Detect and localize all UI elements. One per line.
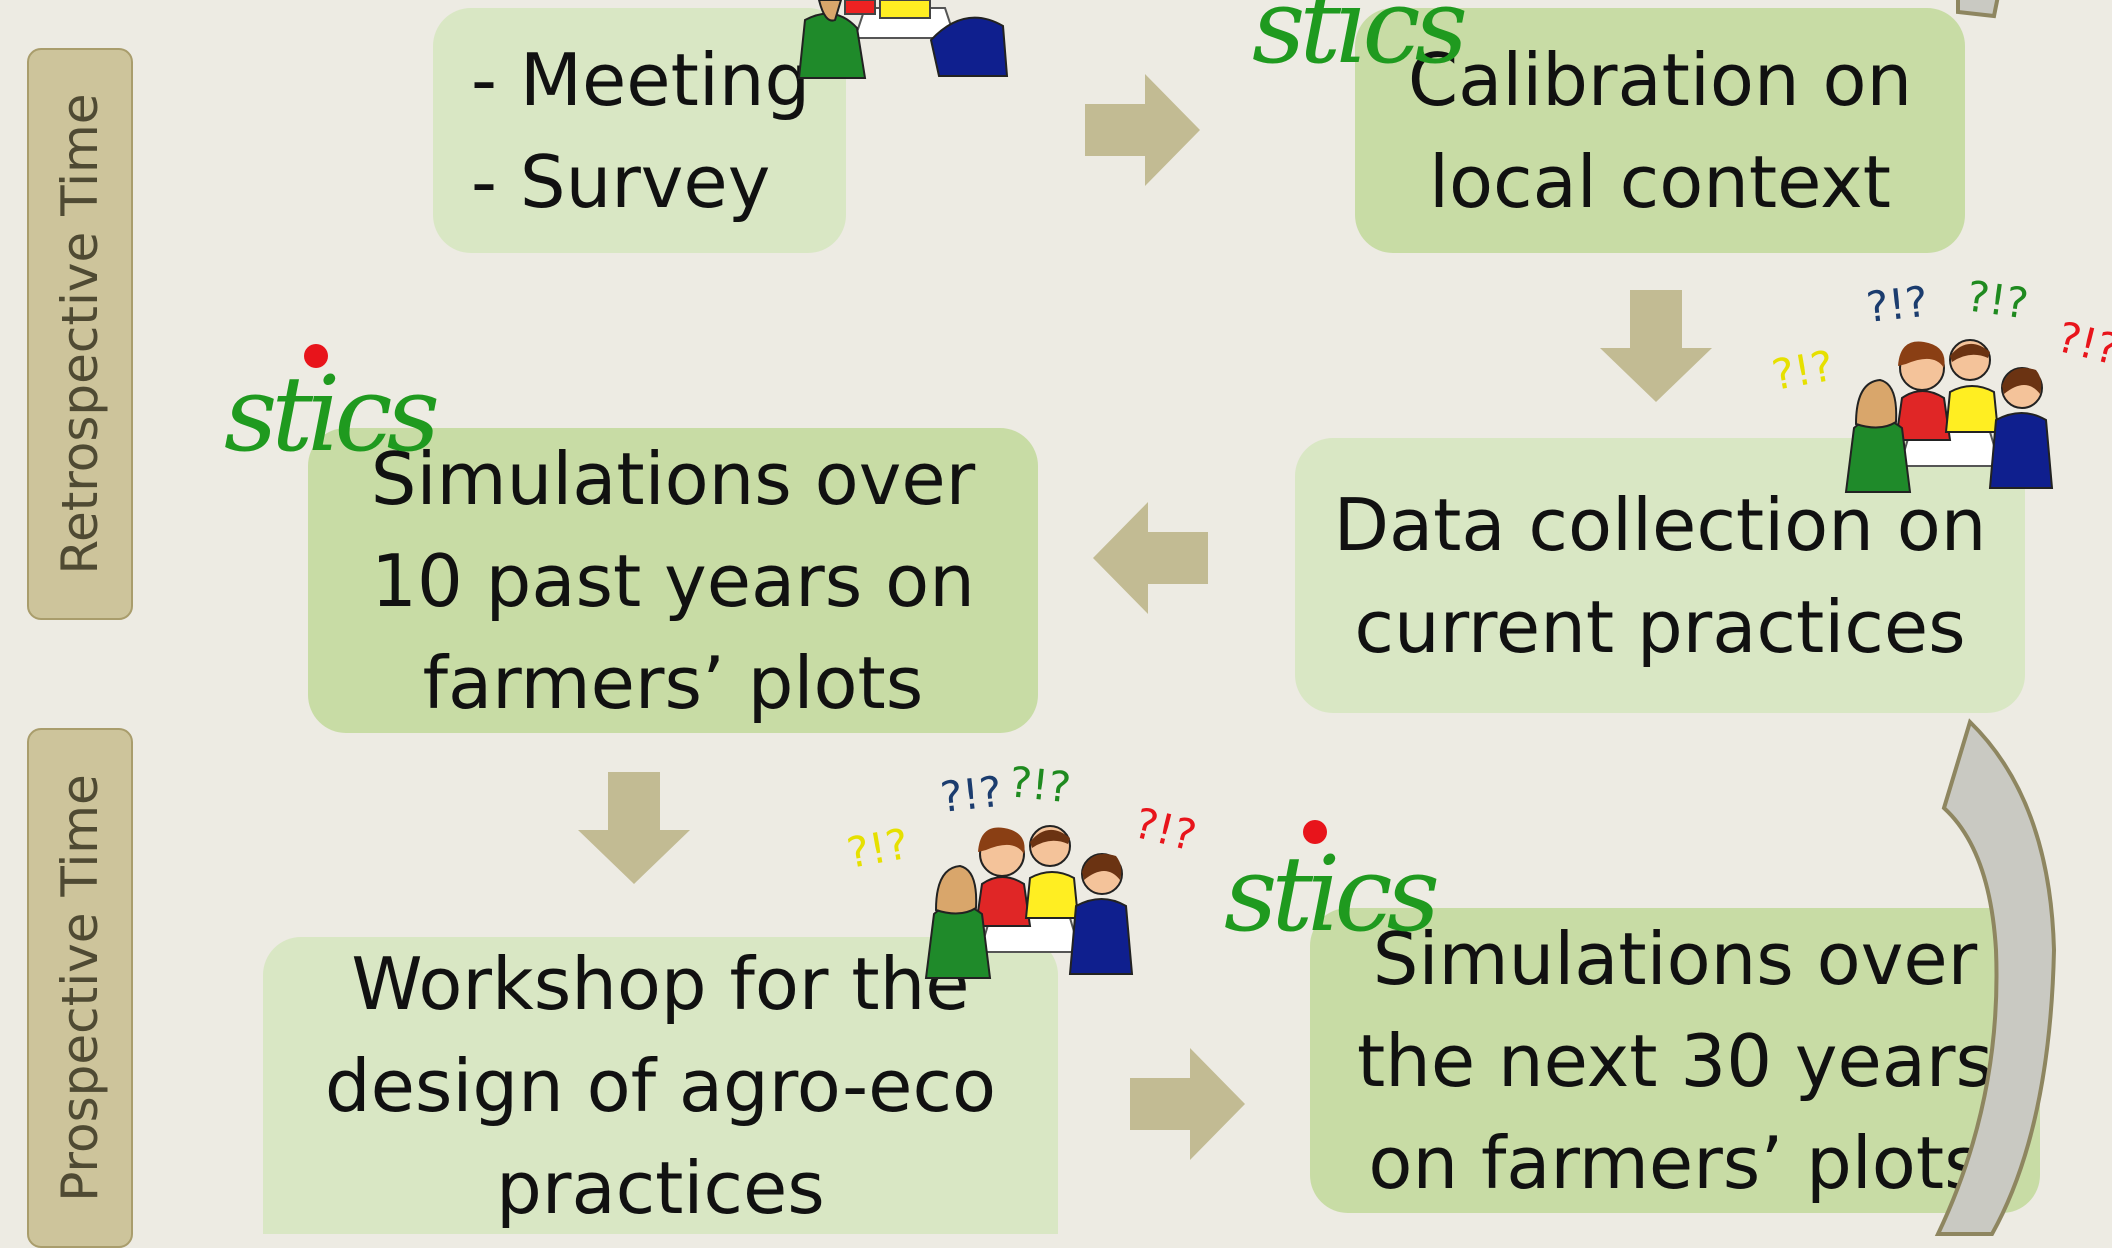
- question-mark-text: ?!?: [938, 767, 1004, 822]
- question-mark-text: ?!?: [1768, 341, 1837, 400]
- meeting-survey-box: - Meeting - Survey: [433, 8, 846, 253]
- question-mark-text: ?!?: [843, 819, 912, 878]
- arrow-down-icon: [578, 772, 690, 884]
- question-mark-text: ?!?: [1864, 277, 1930, 332]
- box-line: Workshop for the: [351, 941, 970, 1026]
- box-line: Simulations over: [370, 436, 976, 521]
- calibration-box: Calibration on local context: [1355, 8, 1965, 253]
- question-mark-text: ?!?: [2053, 312, 2112, 374]
- arrow-down-icon: [1600, 290, 1712, 402]
- box-line: Data collection on: [1333, 482, 1987, 567]
- arrow-right-icon: [1085, 74, 1200, 186]
- box-line: - Meeting: [471, 37, 811, 122]
- box-line: on farmers’ plots: [1368, 1120, 1982, 1205]
- box-line: Simulations over: [1372, 916, 1978, 1001]
- stics-logo-icon: stics: [1224, 820, 1443, 955]
- box-line: - Survey: [471, 139, 771, 224]
- simulations-past-box: Simulations over 10 past years on farmer…: [308, 428, 1038, 733]
- arrow-left-icon: [1093, 502, 1208, 614]
- people-meeting-icon: [797, 0, 1009, 79]
- arrow-right-icon: [1130, 1048, 1245, 1160]
- simulations-future-box: Simulations over the next 30 years on fa…: [1310, 908, 2040, 1213]
- box-line: current practices: [1354, 584, 1966, 669]
- question-mark-text: ?!?: [1964, 271, 2032, 328]
- workshop-box: Workshop for the design of agro-eco prac…: [263, 937, 1058, 1234]
- question-mark-text: ?!?: [1130, 798, 1201, 860]
- stics-logo-text: stics: [224, 353, 437, 475]
- stics-logo-text: stics: [1252, 0, 1465, 87]
- people-meeting-icon: [924, 825, 1134, 979]
- box-line: Calibration on: [1407, 37, 1913, 122]
- box-line: the next 30 years: [1356, 1018, 1994, 1103]
- prospective-time-label: Prospective Time: [27, 728, 133, 1248]
- question-mark-text: ?!?: [1007, 757, 1073, 812]
- curved-arrow-icon: [1934, 0, 2057, 1236]
- box-line: 10 past years on: [371, 538, 975, 623]
- box-line: farmers’ plots: [422, 640, 924, 725]
- stics-logo-text: stics: [1224, 833, 1437, 955]
- box-line: design of agro-eco: [324, 1043, 997, 1128]
- retrospective-time-label: Retrospective Time: [27, 48, 133, 620]
- box-line: local context: [1428, 139, 1891, 224]
- box-line: practices: [496, 1145, 825, 1230]
- stics-logo-icon: stics: [224, 344, 443, 475]
- stics-logo-icon: stics: [1252, 0, 1471, 87]
- people-meeting-icon: [1844, 339, 2054, 493]
